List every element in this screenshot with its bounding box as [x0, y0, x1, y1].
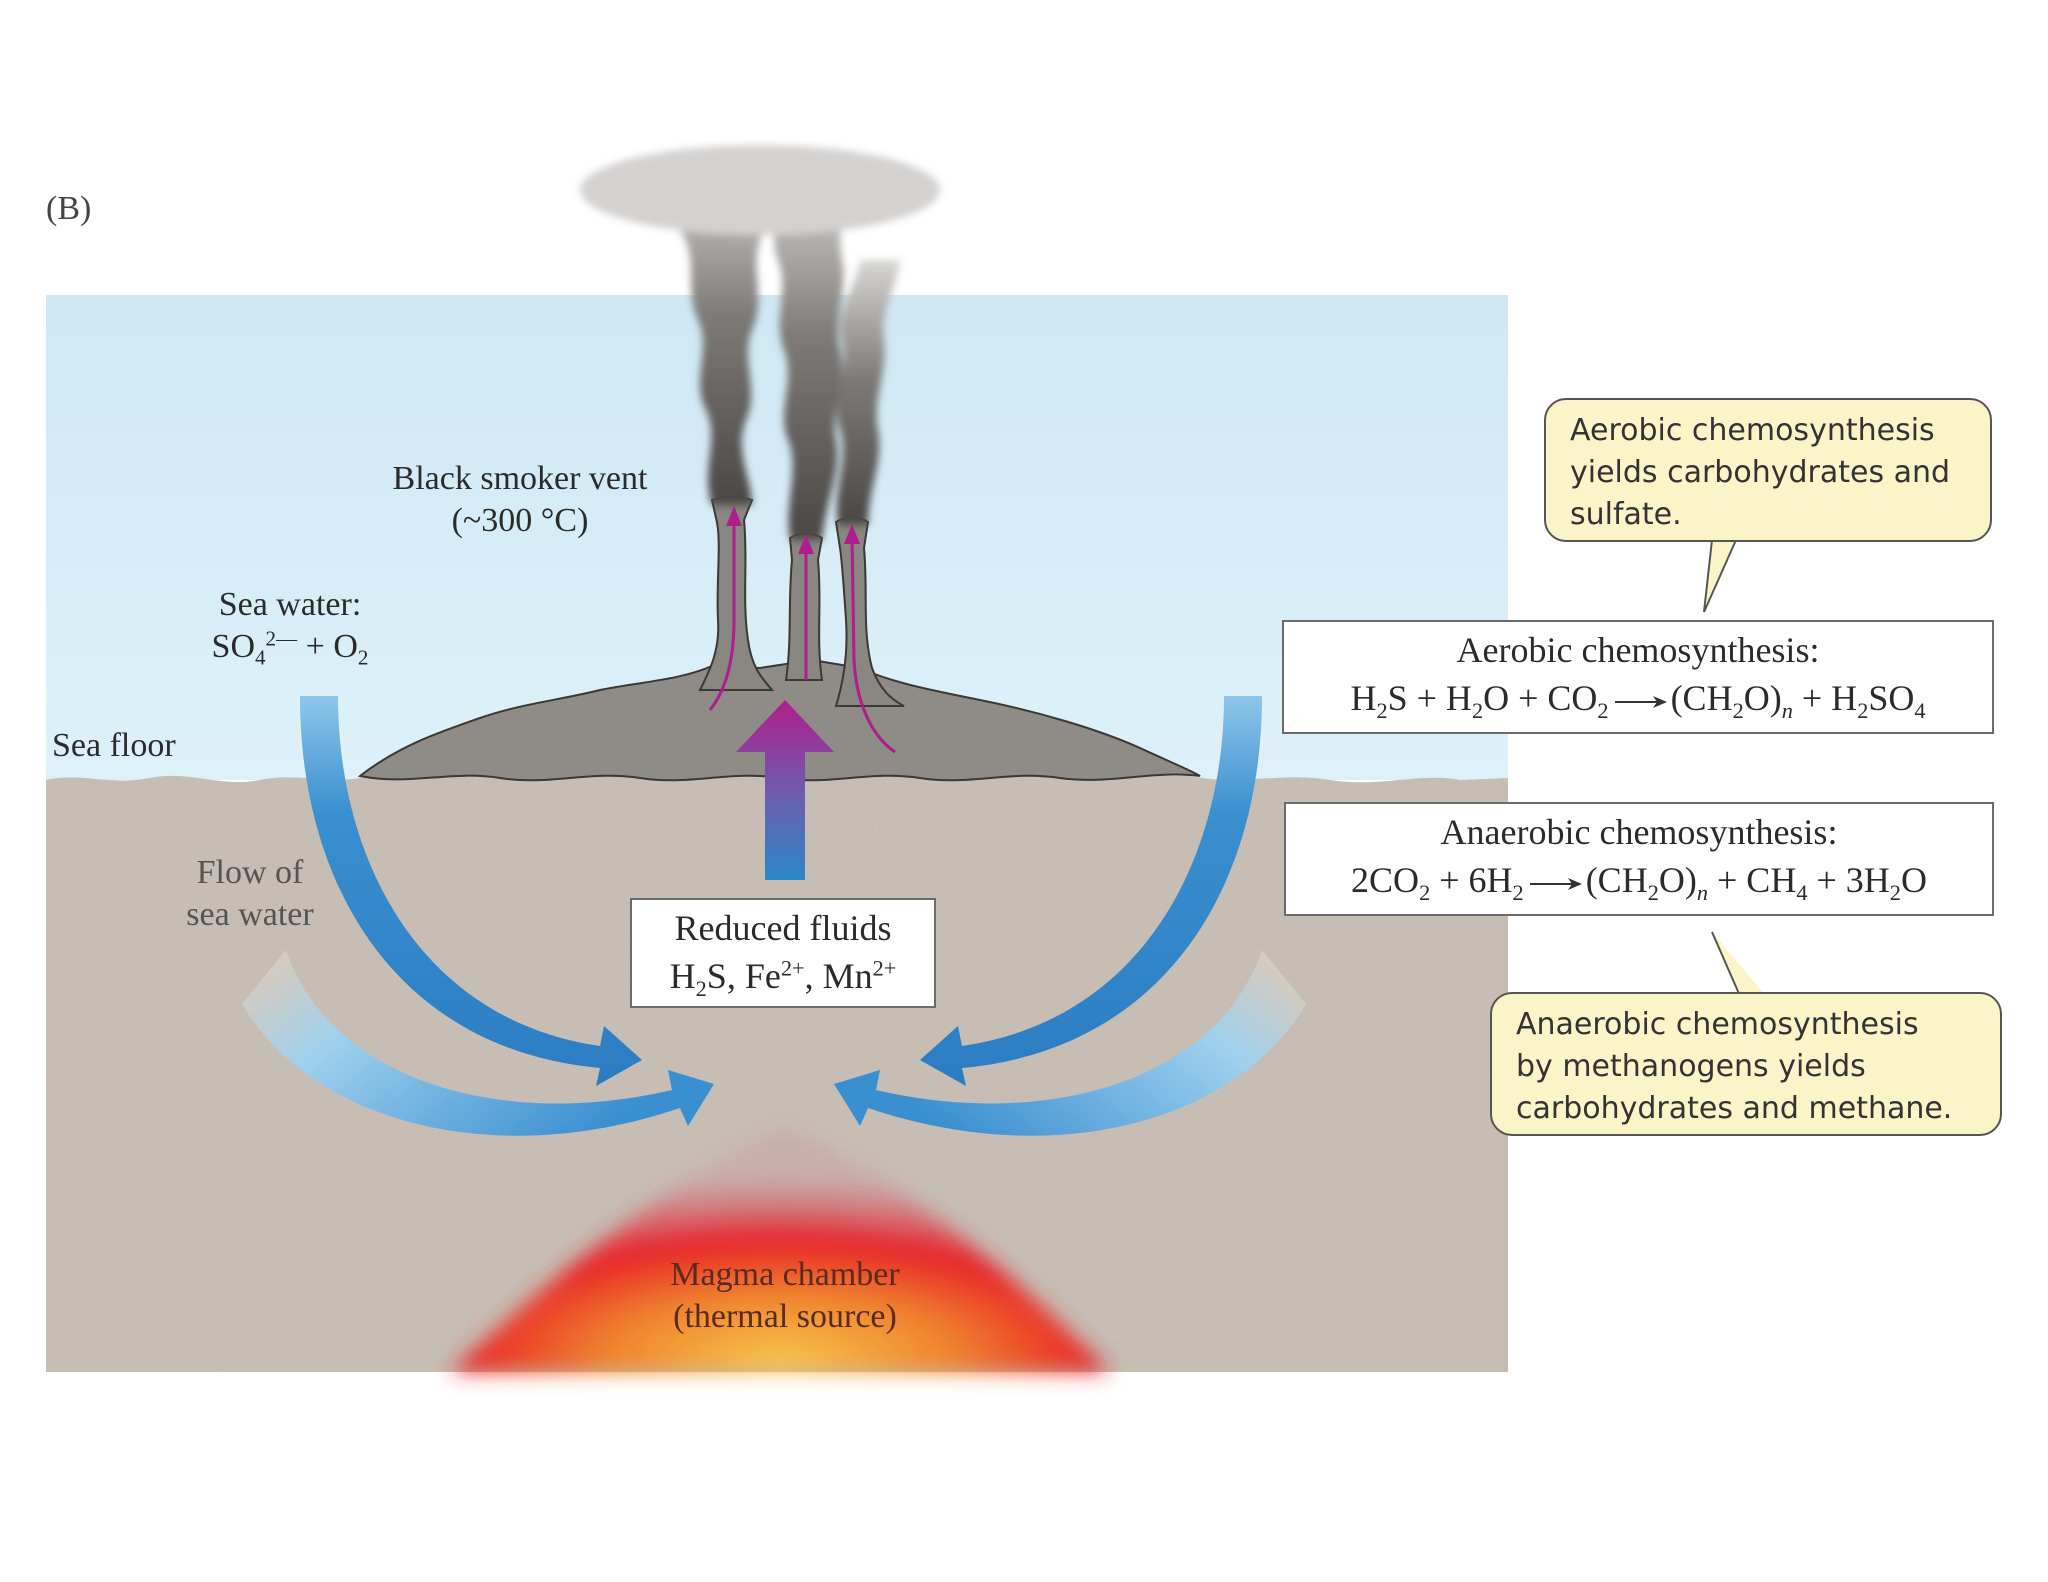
vent-temperature: (~300 °C): [451, 502, 589, 539]
vent-flow-lines: [708, 520, 896, 754]
seawater-flow-arrow-lower-left: [242, 950, 714, 1136]
reaction-arrow-icon: [1529, 877, 1582, 890]
seawater-inflow-arrow-right: [920, 696, 1262, 1086]
magma-chamber: [450, 1128, 1110, 1372]
anaerobic-equation: 2CO2 + 6H2(CH2O)n + CH4 + 3H2O: [1351, 860, 1927, 905]
bubble-aerobic: Aerobic chemosynthesis yields carbohydra…: [1544, 398, 1992, 542]
panel-label: (B): [46, 190, 92, 227]
sea-water-title: Sea water:: [218, 586, 362, 623]
reaction-arrow-icon: [1614, 695, 1667, 708]
aerobic-equation: H2S + H2O + CO2(CH2O)n + H2SO4: [1350, 678, 1926, 723]
vent-flow-arrowheads: [726, 506, 860, 554]
magma-label: Magma chamber (thermal source): [670, 1256, 900, 1335]
bubble-anaerobic: Anaerobic chemosynthesis by methanogens …: [1490, 992, 2002, 1136]
reduced-fluids-box: Reduced fluids H2S, Fe2+, Mn2+: [630, 898, 936, 1008]
vent-upflow-arrow: [736, 700, 834, 880]
vent-title: Black smoker vent: [392, 460, 648, 497]
reduced-fluids-formula: H2S, Fe2+, Mn2+: [669, 955, 897, 1001]
aerobic-equation-box: Aerobic chemosynthesis: H2S + H2O + CO2(…: [1282, 620, 1994, 734]
anaerobic-equation-title: Anaerobic chemosynthesis:: [1440, 812, 1838, 852]
bubble-anaerobic-pointer: [1711, 931, 1766, 997]
seawater-inflow-arrow-left: [300, 696, 642, 1086]
aerobic-equation-title: Aerobic chemosynthesis:: [1456, 630, 1820, 670]
sea-water-label: Sea water: SO42— + O2: [160, 584, 420, 668]
sediment-region: [46, 775, 1508, 1372]
seawater-flow-arrow-lower-right: [834, 950, 1306, 1136]
flow-label: Flow of sea water: [186, 854, 314, 933]
bubble-aerobic-pointer: [1703, 539, 1737, 613]
chimney-middle: [784, 532, 824, 681]
vent-label: Black smoker vent (~300 °C): [360, 458, 680, 542]
anaerobic-equation-box: Anaerobic chemosynthesis: 2CO2 + 6H2(CH2…: [1284, 802, 1994, 916]
smoke-plume: [580, 145, 940, 540]
sea-water-formula: SO42— + O2: [211, 626, 369, 670]
sea-floor-label: Sea floor: [52, 727, 176, 764]
reduced-fluids-title: Reduced fluids: [674, 908, 892, 948]
